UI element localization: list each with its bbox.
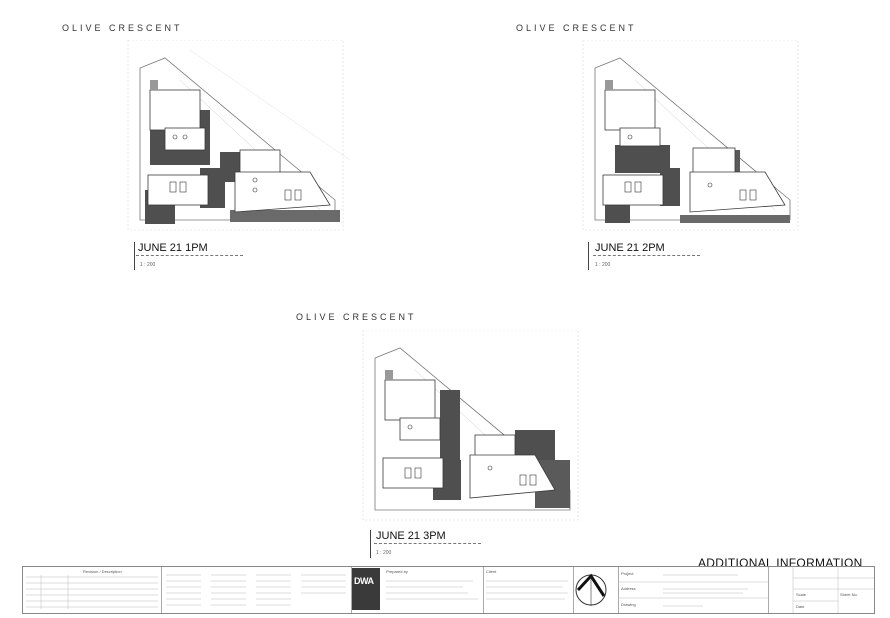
practice-heading: Prepared by — [386, 569, 408, 574]
view-scale-3: 1 : 200 — [376, 550, 392, 556]
scale-label: Scale — [796, 592, 807, 597]
revisions-table: Revision / Description — [23, 567, 162, 613]
drawing-label: Drawing — [621, 602, 636, 607]
street-label-3: OLIVE CRESCENT — [296, 312, 417, 322]
view-scale-2: 1 : 200 — [595, 262, 611, 268]
project-lines — [618, 574, 768, 607]
practice-lines — [386, 580, 478, 600]
project-details: Project Address Drawing — [618, 567, 769, 613]
date-label: Date — [796, 604, 805, 609]
shadow-plan-3pm — [362, 330, 579, 521]
north-point-cell — [573, 567, 619, 613]
sheet-lines — [792, 567, 874, 613]
address-label: Address — [621, 586, 636, 591]
shadow-plan-1pm — [127, 40, 350, 231]
view-title-bar-2 — [588, 242, 589, 270]
client-heading: Client — [486, 569, 497, 574]
revisions-heading: Revision / Description — [83, 569, 122, 574]
street-label-1: OLIVE CRESCENT — [62, 23, 183, 33]
street-label-2: OLIVE CRESCENT — [516, 23, 637, 33]
practice-logo: DWA — [352, 568, 380, 610]
view-title-1: JUNE 21 1PM — [136, 242, 243, 256]
practice-details: Prepared by — [383, 567, 484, 613]
client-details: Client — [483, 567, 574, 613]
shadow-plan-2pm — [582, 40, 799, 231]
logo-text: DWA — [354, 576, 374, 586]
revisions-lines — [26, 575, 158, 609]
view-title-bar-3 — [370, 530, 371, 558]
legend-notes — [161, 567, 352, 613]
sheet-label: Sheet No. — [840, 592, 858, 597]
sheet-details: Scale Date Sheet No. — [768, 567, 874, 613]
view-title-2: JUNE 21 2PM — [593, 242, 700, 256]
view-title-bar-1 — [134, 242, 135, 270]
legend-lines — [166, 574, 346, 606]
title-block: Revision / Description — [22, 566, 875, 614]
client-lines — [486, 580, 568, 600]
view-scale-1: 1 : 200 — [140, 262, 156, 268]
view-title-3: JUNE 21 3PM — [374, 530, 481, 544]
north-arrow-icon — [575, 573, 607, 606]
project-label: Project — [621, 571, 634, 576]
